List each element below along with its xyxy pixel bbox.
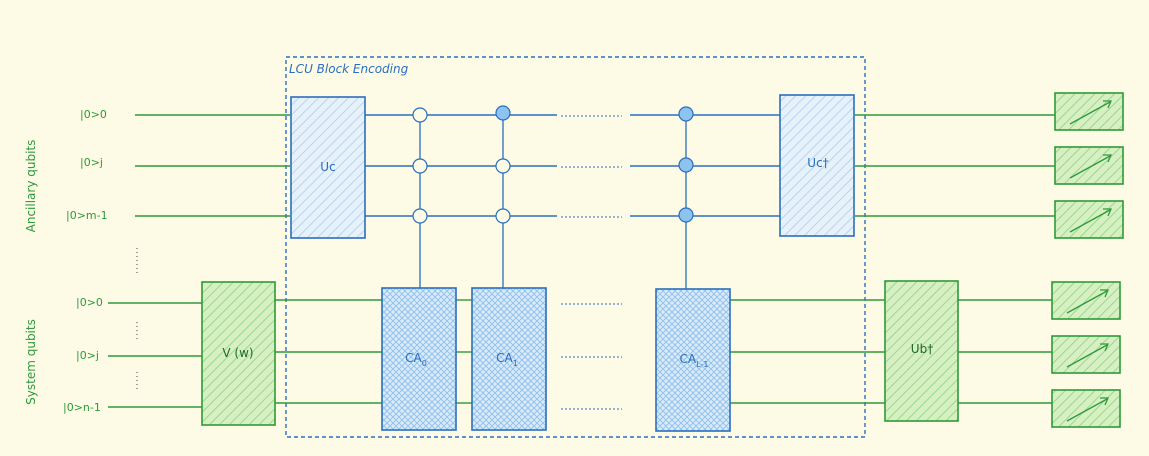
system-label-j: |0>j (76, 349, 99, 362)
ancilla-label-m1: |0>m-1 (66, 209, 108, 222)
control-node-filled (495, 105, 511, 121)
meter-arrow-icon (1069, 209, 1111, 233)
control-node-open (495, 208, 511, 224)
ca-gate-label-sub: 1 (513, 359, 518, 368)
ub-dagger-gate: Ub† (884, 280, 959, 422)
measurement-gate (1054, 200, 1124, 239)
ub-dagger-gate-label: Ub† (911, 342, 933, 356)
meter-arrowhead-icon (1100, 343, 1109, 352)
ancilla-wires (135, 114, 1055, 218)
ca-gate-label-base: CA (496, 351, 513, 365)
v-gate-box (201, 281, 276, 426)
control-node-filled (678, 106, 694, 122)
control-node-open (412, 107, 428, 123)
meter-arrowhead-icon (1103, 100, 1112, 109)
ca-gate-1: CA1 (471, 287, 547, 431)
measurement-gate (1051, 335, 1121, 374)
ca-gate-label: CA1 (496, 351, 518, 368)
control-nodes (412, 105, 694, 224)
uc-dagger-gate: Uc† (779, 94, 855, 237)
uc-gate: Uc (290, 96, 366, 239)
ca-gate-box (655, 288, 731, 432)
ca-gate-label-base: CA (680, 352, 697, 366)
system-label-n1: |0>n-1 (63, 401, 101, 414)
measurement-gate (1054, 92, 1124, 131)
control-node-open (412, 158, 428, 174)
ca-gate-label-base: CA (405, 351, 422, 365)
ancillary-group-label: Ancillary qubits (24, 140, 38, 233)
uc-gate-box (290, 96, 366, 239)
ca-gate-label: CA0 (405, 351, 427, 368)
ub-dagger-gate-box (884, 280, 959, 422)
measurement-gate (1051, 389, 1121, 428)
meter-arrowhead-icon (1103, 208, 1112, 217)
ca-gate-l-1: CAL-1 (655, 288, 731, 432)
meter-arrow-icon (1066, 398, 1108, 422)
system-group-label: System qubits (24, 319, 38, 405)
v-gate: V (w) (201, 281, 276, 426)
ca-gate-box (381, 287, 457, 431)
uc-dagger-gate-box (779, 94, 855, 237)
measurement-gate (1051, 281, 1121, 320)
meter-arrowhead-icon (1100, 397, 1109, 406)
v-gate-label: V (w) (222, 346, 253, 360)
control-lines (419, 115, 687, 290)
ca-gate-box (471, 287, 547, 431)
system-label-0: |0>0 (76, 296, 103, 309)
meter-arrow-icon (1066, 290, 1108, 314)
system-wires (108, 299, 1052, 410)
lcu-region (285, 56, 866, 438)
meter-arrowhead-icon (1100, 289, 1109, 298)
measurements-ancilla (1054, 92, 1124, 239)
control-node-open (495, 158, 511, 174)
measurement-gate (1054, 146, 1124, 185)
uc-dagger-gate-label: Uc† (807, 156, 828, 170)
ca-gate-0: CA0 (381, 287, 457, 431)
meter-arrow-icon (1069, 101, 1111, 125)
lcu-title: LCU Block Encoding (289, 62, 409, 76)
ca-gate-label: CAL-1 (680, 352, 709, 369)
meter-arrowhead-icon (1103, 154, 1112, 163)
ancilla-label-j: |0>j (80, 156, 103, 169)
control-node-filled (678, 157, 694, 173)
control-node-open (412, 208, 428, 224)
ca-gate-label-sub: L-1 (696, 360, 708, 369)
ca-gate-label-sub: 0 (422, 359, 427, 368)
control-node-filled (678, 207, 694, 223)
uc-gate-label: Uc (320, 160, 335, 174)
measurements-system (1051, 281, 1121, 428)
meter-arrow-icon (1066, 344, 1108, 368)
ancilla-label-0: |0>0 (80, 108, 107, 121)
meter-arrow-icon (1069, 155, 1111, 179)
